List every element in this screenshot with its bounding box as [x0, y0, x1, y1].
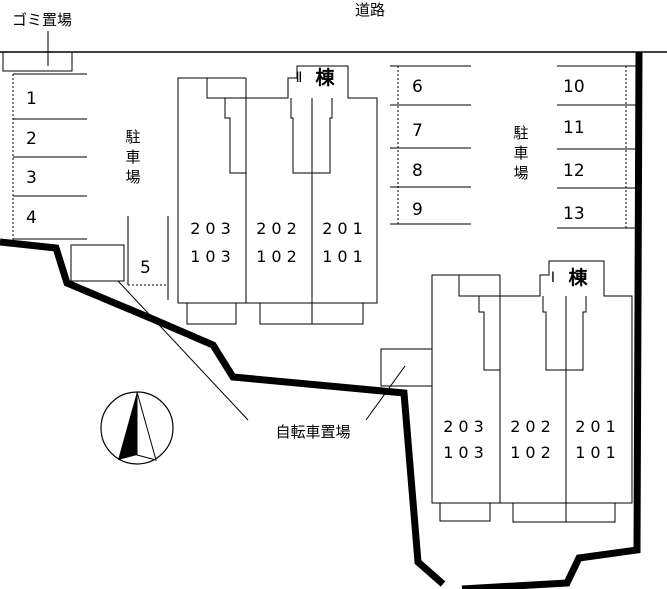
- parking-space-12: 12: [563, 161, 585, 181]
- property-boundary: [0, 238, 446, 587]
- parking-space-2: 2: [26, 129, 37, 149]
- building-II-roman: Ⅱ: [296, 70, 303, 86]
- parking-space-6: 6: [412, 77, 423, 97]
- building-I-roman: Ⅰ: [551, 270, 555, 286]
- building-I-unit-101: 101: [575, 443, 621, 462]
- parking-space-8: 8: [412, 161, 423, 181]
- bicycle-leader-line: [117, 280, 249, 421]
- parking-label-right-char: 場: [513, 164, 528, 182]
- building-I: [431, 260, 633, 523]
- garbage-label: ゴミ置場: [12, 11, 72, 29]
- property-boundary-right: [461, 51, 643, 589]
- building-I-unit-202: 202: [510, 417, 556, 436]
- parking-space-11: 11: [563, 118, 585, 138]
- bicycle-parking-label: 自転車置場: [275, 423, 350, 441]
- parking-space-7: 7: [412, 121, 423, 141]
- garbage-station-box: [2, 51, 73, 72]
- building-II-unit-102: 102: [256, 247, 302, 266]
- building-II-unit-201: 201: [322, 219, 368, 238]
- building-I-unit-102: 102: [510, 443, 556, 462]
- building-I-unit-201: 201: [575, 417, 621, 436]
- parking-space-9: 9: [412, 200, 423, 220]
- parking-space-13: 13: [563, 204, 585, 224]
- road-label: 道路: [355, 1, 385, 19]
- building-II-unit-103: 103: [190, 247, 236, 266]
- parking-label-left-char: 場: [125, 168, 140, 186]
- bicycle-parking-box-left: [70, 244, 125, 282]
- building-II-unit-101: 101: [322, 247, 368, 266]
- parking-space-5: 5: [140, 258, 151, 278]
- building-I-unit-103: 103: [443, 443, 489, 462]
- parking-space-3: 3: [26, 168, 37, 188]
- parking-space-1: 1: [26, 89, 37, 109]
- building-II-label: 棟: [315, 66, 335, 89]
- building-I-label: 棟: [568, 266, 588, 289]
- north-arrow-icon: [100, 391, 174, 465]
- building-II-unit-203: 203: [190, 219, 236, 238]
- building-II-unit-202: 202: [256, 219, 302, 238]
- parking-label-left-char: 駐: [125, 128, 140, 146]
- parking-label-right-char: 駐: [513, 124, 528, 142]
- building-II: [177, 65, 378, 325]
- parking-label-left-char: 車: [125, 148, 140, 166]
- parking-space-4: 4: [26, 208, 37, 228]
- building-I-unit-203: 203: [443, 417, 489, 436]
- parking-label-right-char: 車: [513, 144, 528, 162]
- bicycle-parking-box-right: [380, 348, 433, 387]
- parking-space-10: 10: [563, 77, 585, 97]
